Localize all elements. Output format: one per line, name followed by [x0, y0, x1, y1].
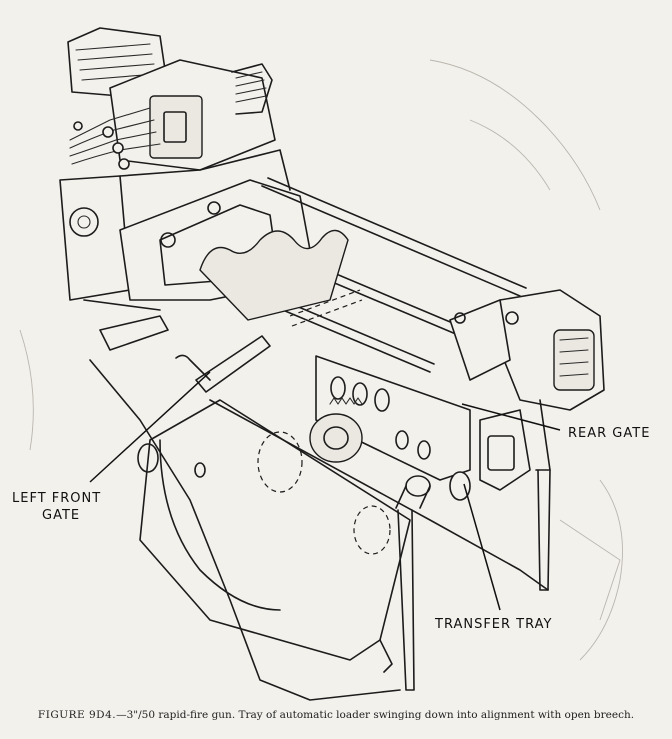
left-front-gate-label-line2: GATE [42, 508, 81, 523]
rear-gate-label: REAR GATE [568, 426, 651, 441]
breech-assembly [449, 289, 605, 591]
callout-lines [89, 371, 561, 611]
left-front-gate [83, 299, 271, 393]
background-traces [19, 59, 623, 661]
transfer-tray-leader [463, 483, 501, 611]
figure-caption: FIGURE 9D4.—3"/50 rapid-fire gun. Tray o… [0, 709, 672, 721]
left-front-gate-label-line1: LEFT FRONT [12, 491, 102, 506]
caption-text: —3"/50 rapid-fire gun. Tray of automatic… [116, 709, 635, 721]
transfer-tray-plate [309, 355, 471, 509]
swinging-tray [89, 359, 549, 701]
left-front-gate-leader [89, 371, 211, 483]
figure-number: FIGURE 9D4. [37, 709, 117, 721]
rear-gate-leader [461, 403, 561, 431]
upper-housing [59, 27, 291, 301]
transfer-tray-label: TRANSFER TRAY [435, 617, 553, 632]
loader-frame [119, 177, 527, 373]
